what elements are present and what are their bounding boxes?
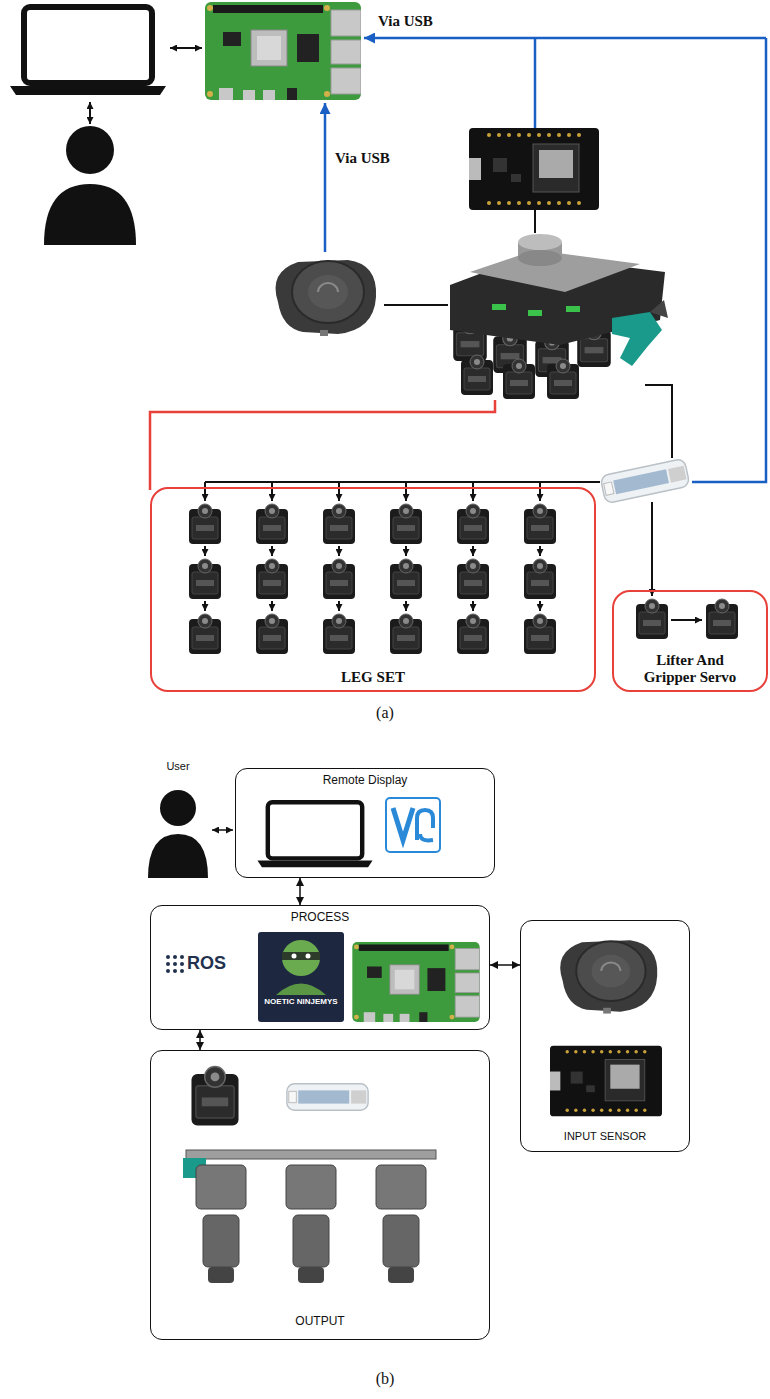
logo-text: NOETIC NINJEMYS (264, 997, 337, 1006)
usb-wire (364, 37, 766, 40)
double-arrow (89, 102, 91, 124)
hexapod-side-view (183, 1150, 436, 1283)
box-text-group: Remote Display (236, 774, 494, 788)
box-text-group: Lifter And Gripper Servo (614, 652, 766, 687)
u2d2-interface (287, 1084, 368, 1110)
wire (645, 385, 672, 458)
laptop-icon (10, 7, 166, 95)
usb-wire (692, 38, 766, 482)
user-label: User (166, 760, 189, 773)
input-sensor-box: INPUT SENSOR (520, 920, 690, 1152)
wire-label: Via USB (335, 150, 390, 167)
imu-board (550, 1046, 662, 1117)
raspberry-pi (205, 2, 361, 100)
box-text-group: PROCESS (151, 911, 489, 925)
box-label: Remote Display (323, 774, 408, 788)
double-arrow (212, 829, 233, 831)
lidar (276, 260, 377, 336)
leg-servos (189, 504, 556, 654)
u2d2-interface (600, 458, 690, 503)
remote-display-box: Remote Display (235, 768, 495, 878)
subfigure-caption: (b) (376, 1370, 395, 1388)
double-arrow (170, 47, 202, 49)
ros-logo-dots (166, 955, 184, 973)
imu-board (469, 128, 599, 210)
logo-text: ROS (187, 953, 226, 974)
wire (534, 210, 536, 233)
usb-wire (324, 103, 327, 252)
bus-arrows (205, 482, 702, 620)
leg-set-group: LEG SET (150, 487, 596, 692)
lifter-gripper-group: Lifter And Gripper Servo (612, 590, 768, 692)
box-label: Lifter And Gripper Servo (634, 652, 746, 687)
box-label: OUTPUT (295, 1315, 344, 1329)
box-label: LEG SET (341, 669, 405, 686)
group-line (150, 400, 495, 490)
vnc-logo (386, 798, 440, 852)
connector-arrow (490, 964, 520, 966)
noetic-logo (258, 932, 344, 1022)
output-box: OUTPUT (150, 1050, 490, 1340)
lidar (560, 940, 657, 1013)
box-label: PROCESS (291, 911, 350, 925)
connector-arrow (299, 878, 301, 905)
servo-icon (191, 1067, 238, 1126)
box-label: INPUT SENSOR (564, 1130, 646, 1143)
box-text-group: INPUT SENSOR (521, 1130, 689, 1143)
wire (384, 304, 448, 306)
connector-arrow (199, 1030, 201, 1050)
hexapod-robot (450, 234, 668, 399)
box-text-group: LEG SET (152, 669, 594, 686)
user-icon (44, 126, 136, 245)
user-icon (148, 790, 208, 878)
subfigure-caption: (a) (376, 704, 394, 722)
wire-label: Via USB (378, 13, 433, 30)
box-text-group: OUTPUT (151, 1315, 489, 1329)
laptop-icon (257, 802, 372, 867)
lifter-gripper-servos (636, 599, 738, 639)
raspberry-pi (352, 942, 479, 1022)
usb-wire (534, 38, 537, 128)
